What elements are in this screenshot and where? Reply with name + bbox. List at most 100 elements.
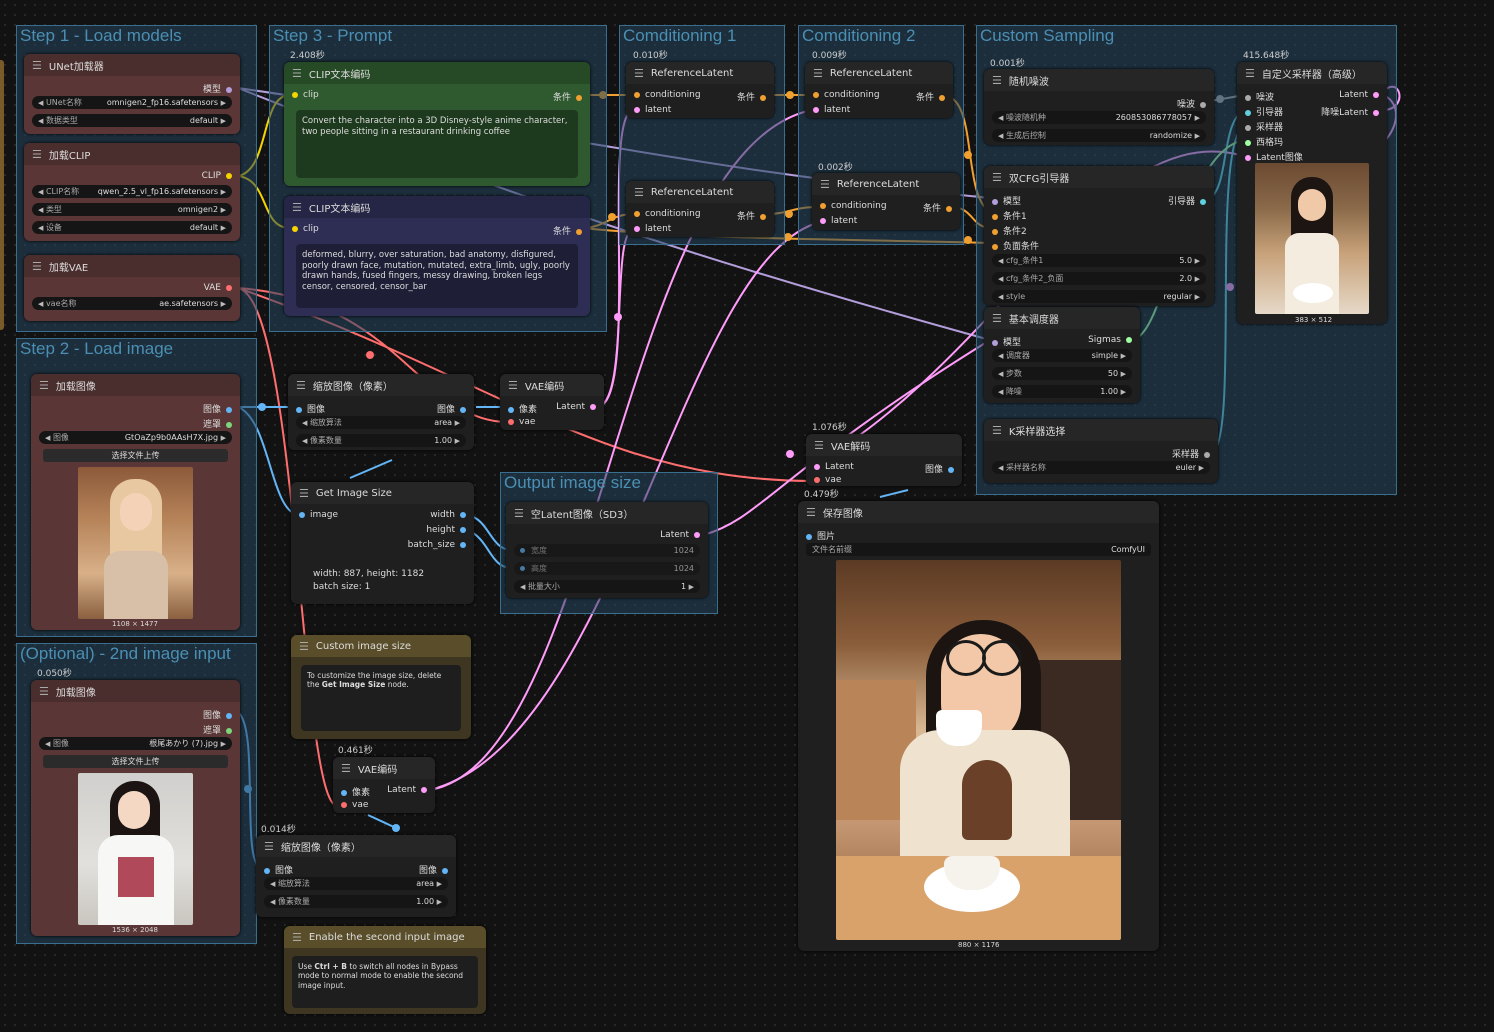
input-vae[interactable]: vae [508,417,535,427]
node-reference-latent-4[interactable]: ☰ReferenceLatent conditioning latent 条件 [812,173,960,230]
menu-icon[interactable]: ☰ [634,185,644,199]
menu-icon[interactable]: ☰ [508,378,518,392]
menu-icon[interactable]: ☰ [296,378,306,392]
input-model[interactable]: 模型 [992,194,1021,207]
input-latent[interactable]: latent [634,224,671,234]
menu-icon[interactable]: ☰ [992,170,1002,184]
output-conditioning[interactable]: 条件 [553,90,582,103]
menu-icon[interactable]: ☰ [814,438,824,452]
input-clip[interactable]: clip [292,90,319,100]
output-denoised-latent[interactable]: 降噪Latent [1321,105,1379,118]
menu-icon[interactable]: ☰ [39,684,49,698]
input-noise[interactable]: 噪波 [1245,90,1274,103]
input-sampler[interactable]: 采样器 [1245,120,1283,133]
output-latent[interactable]: Latent [387,785,427,795]
note-custom-image-size[interactable]: ☰Custom image size To customize the imag… [291,635,471,739]
input-sigmas[interactable]: 西格玛 [1245,135,1283,148]
menu-icon[interactable]: ☰ [292,930,302,944]
input-vae[interactable]: vae [341,800,368,810]
output-clip[interactable]: CLIP [202,171,232,181]
node-clip-text-negative[interactable]: ☰CLIP文本编码 clip 条件 deformed, blurry, over… [284,196,590,316]
output-latent[interactable]: Latent [556,402,596,412]
menu-icon[interactable]: ☰ [514,506,524,520]
output-image[interactable]: 图像 [203,708,232,721]
output-image[interactable]: 图像 [419,863,448,876]
output-conditioning[interactable]: 条件 [923,201,952,214]
menu-icon[interactable]: ☰ [992,73,1002,87]
node-vae-encode-1[interactable]: ☰VAE编码 像素 vae Latent [500,374,604,430]
input-latent[interactable]: latent [634,105,671,115]
output-mask[interactable]: 遮罩 [203,723,232,736]
input-conditioning[interactable]: conditioning [813,90,880,100]
output-conditioning[interactable]: 条件 [737,209,766,222]
output-latent[interactable]: Latent [1339,90,1379,100]
input-vae[interactable]: vae [814,475,841,485]
widget-image-file[interactable]: ◀ 图像根尾あかり (7).jpg ▶ [39,737,232,750]
menu-icon[interactable]: ☰ [292,66,302,80]
menu-icon[interactable]: ☰ [299,639,309,653]
menu-icon[interactable]: ☰ [806,505,816,519]
output-sigmas[interactable]: Sigmas [1088,335,1132,345]
input-image[interactable]: 图像 [296,402,325,415]
input-model[interactable]: 模型 [992,335,1021,348]
menu-icon[interactable]: ☰ [32,147,42,161]
input-guider[interactable]: 引导器 [1245,105,1283,118]
negative-prompt-textarea[interactable]: deformed, blurry, over saturation, bad a… [296,244,578,308]
upload-button[interactable]: 选择文件上传 [43,755,228,768]
node-vae-encode-2[interactable]: ☰VAE编码 像素 vae Latent [333,757,435,813]
menu-icon[interactable]: ☰ [1245,66,1255,80]
output-conditioning[interactable]: 条件 [737,90,766,103]
node-reference-latent-3[interactable]: ☰ReferenceLatent conditioning latent 条件 [805,62,953,118]
menu-icon[interactable]: ☰ [32,259,42,273]
output-image[interactable]: 图像 [203,402,232,415]
menu-icon[interactable]: ☰ [634,66,644,80]
output-image[interactable]: 图像 [437,402,466,415]
menu-icon[interactable]: ☰ [299,486,309,500]
input-conditioning[interactable]: conditioning [634,90,701,100]
node-reference-latent-1[interactable]: ☰ReferenceLatent conditioning latent 条件 [626,62,774,118]
input-conditioning[interactable]: conditioning [634,209,701,219]
node-load-image-2[interactable]: ☰加载图像 图像 遮罩 ◀ 图像根尾あかり (7).jpg ▶ 选择文件上传 1… [31,680,240,936]
input-images[interactable]: 图片 [806,529,835,542]
output-batch-size[interactable]: batch_size [408,540,466,550]
output-sampler[interactable]: 采样器 [1172,447,1210,460]
menu-icon[interactable]: ☰ [813,66,823,80]
output-guider[interactable]: 引导器 [1168,194,1206,207]
input-image[interactable]: image [299,510,338,520]
note-enable-second-image[interactable]: ☰Enable the second input image Use Ctrl … [284,926,486,1014]
output-noise[interactable]: 噪波 [1177,97,1206,110]
output-height[interactable]: height [426,525,466,535]
output-conditioning[interactable]: 条件 [553,224,582,237]
menu-icon[interactable]: ☰ [32,58,42,72]
input-negative[interactable]: 负面条件 [992,239,1039,252]
menu-icon[interactable]: ☰ [39,378,49,392]
menu-icon[interactable]: ☰ [341,761,351,775]
input-latent-image[interactable]: Latent图像 [1245,150,1303,163]
node-clip-text-positive[interactable]: ☰CLIP文本编码 clip 条件 Convert the character … [284,62,590,186]
output-latent[interactable]: Latent [660,530,700,540]
prompt-textarea[interactable]: Convert the character into a 3D Disney-s… [296,110,578,178]
